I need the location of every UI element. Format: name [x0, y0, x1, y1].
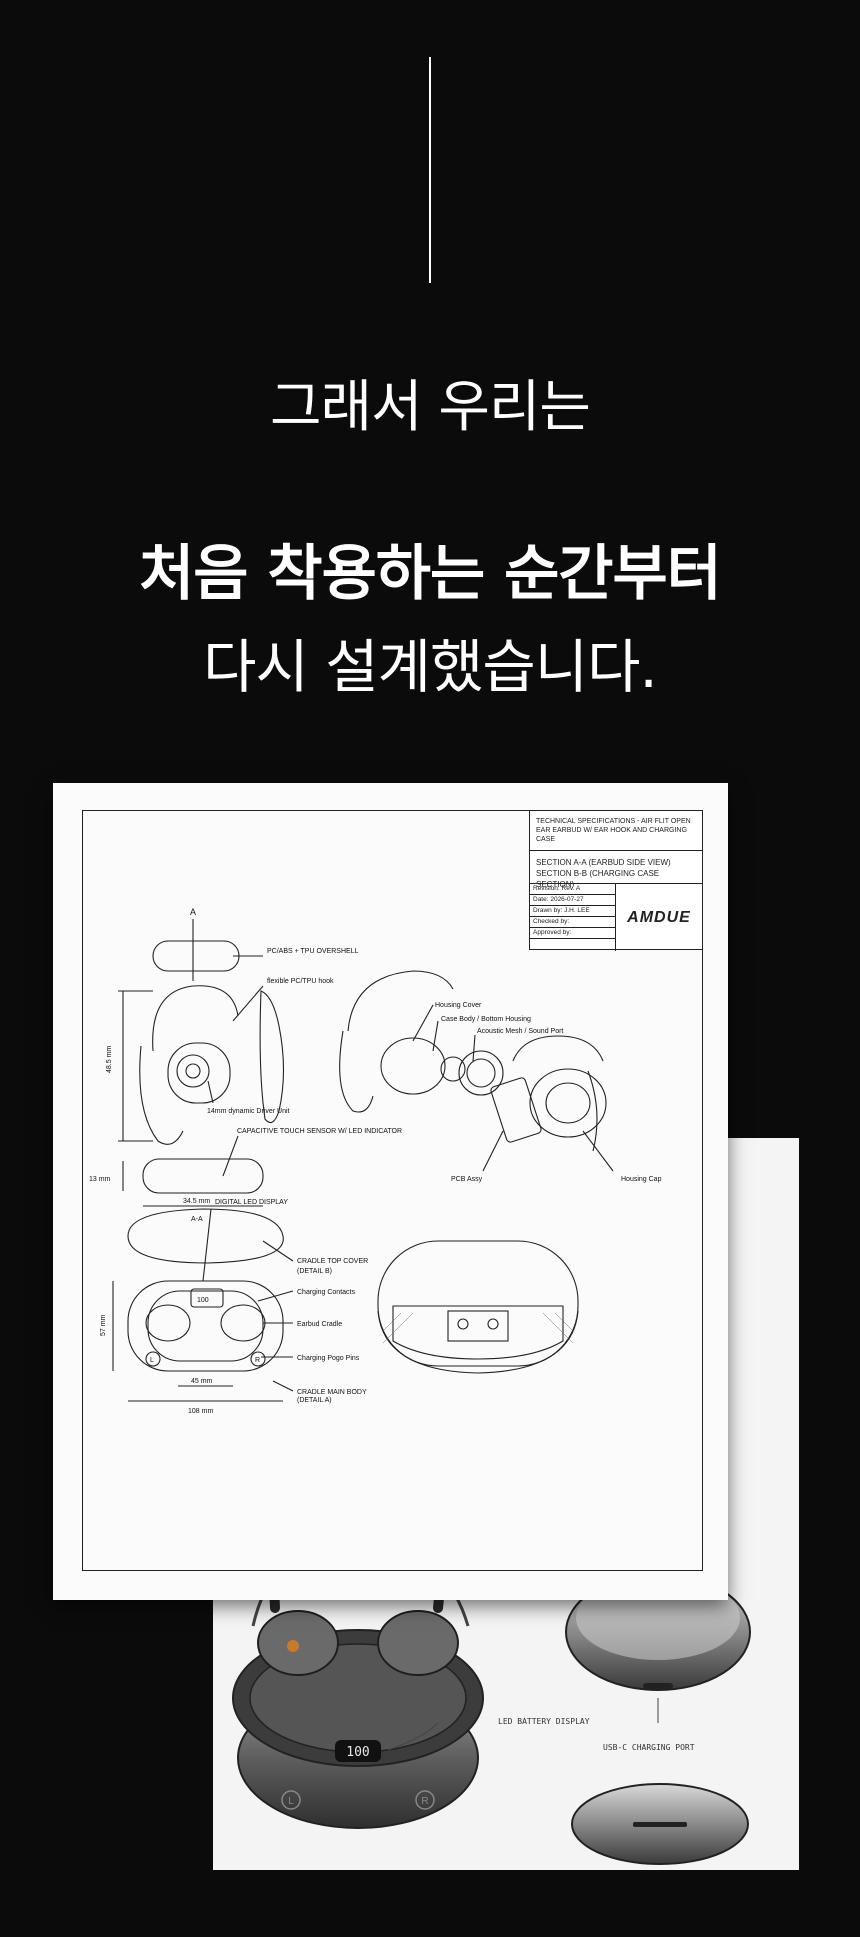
- divider-line: [429, 57, 431, 283]
- section-b-label: SECTION B-B (CHARGING CASE SECTION): [536, 869, 660, 889]
- label-mesh: Acoustic Mesh / Sound Port: [477, 1028, 563, 1035]
- label-pcb: PCB Assy: [451, 1176, 483, 1183]
- approved-by-field: Approved by:: [530, 928, 615, 939]
- brand-logo: AMDUE: [627, 908, 691, 926]
- usb-note: USB-C CHARGING PORT: [603, 1743, 695, 1752]
- label-led-display: DIGITAL LED DISPLAY: [215, 1199, 288, 1206]
- title-block: TECHNICAL SPECIFICATIONS - AIR FLIT OPEN…: [529, 810, 703, 951]
- led-note: LED BATTERY DISPLAY: [498, 1717, 590, 1726]
- section-labels: SECTION A-A (EARBUD SIDE VIEW) SECTION B…: [530, 851, 702, 889]
- heading-tail: 다시 설계했습니다.: [203, 633, 658, 701]
- date-field: Date: 2026-07-27: [530, 895, 615, 906]
- label-contacts: Charging Contacts: [297, 1289, 355, 1296]
- drawn-by-field: Drawn by: J.H. LEE: [530, 906, 615, 917]
- label-dim-45: 45 mm: [191, 1378, 213, 1385]
- label-housing-cap: Housing Cap: [621, 1176, 662, 1183]
- label-thickness: 13 mm: [89, 1176, 111, 1183]
- label-display-value: 100: [197, 1297, 209, 1304]
- label-section-aa: A-A: [191, 1216, 203, 1223]
- label-cradle-top: CRADLE TOP COVER: [297, 1258, 368, 1265]
- title-block-grid: Revision: Rev. A Date: 2026-07-27 Drawn …: [530, 884, 702, 951]
- section-a-label: SECTION A-A (EARBUD SIDE VIEW): [536, 858, 671, 867]
- label-driver: 14mm dynamic Driver Unit: [207, 1108, 290, 1115]
- label-detail-a: (DETAIL A): [297, 1397, 332, 1404]
- label-pogo: Charging Pogo Pins: [297, 1355, 360, 1362]
- label-width: 34.5 mm: [183, 1198, 210, 1205]
- title-block-fields: Revision: Rev. A Date: 2026-07-27 Drawn …: [530, 884, 616, 951]
- label-hook: flexible PC/TPU hook: [267, 978, 334, 985]
- label-touch: CAPACITIVE TOUCH SENSOR W/ LED INDICATOR: [237, 1128, 402, 1135]
- sketch-right-mark: R: [421, 1796, 428, 1807]
- label-marker-a-top: A: [190, 907, 196, 917]
- sketch-display-value: 100: [346, 1745, 369, 1760]
- revision-field: Revision: Rev. A: [530, 884, 615, 895]
- technical-drawing: A PC/ABS + TPU OVERSHELL flexible PC/TPU…: [89, 907, 662, 1415]
- spec-title: TECHNICAL SPECIFICATIONS - AIR FLIT OPEN…: [530, 811, 702, 851]
- label-right-mark: R: [255, 1357, 260, 1364]
- label-case-body: Case Body / Bottom Housing: [441, 1016, 531, 1023]
- blueprint-card: A PC/ABS + TPU OVERSHELL flexible PC/TPU…: [53, 783, 728, 1600]
- label-height: 48.5 mm: [106, 1046, 113, 1073]
- checked-by-field: Checked by:: [530, 917, 615, 928]
- label-left-mark: L: [150, 1357, 154, 1364]
- label-case-width: 108 mm: [188, 1408, 213, 1415]
- drawing-frame: A PC/ABS + TPU OVERSHELL flexible PC/TPU…: [82, 810, 703, 1571]
- label-housing-cover: Housing Cover: [435, 1002, 482, 1009]
- label-case-height: 57 mm: [100, 1314, 107, 1336]
- heading-lead: 그래서 우리는: [270, 375, 591, 440]
- label-earbud-cradle: Earbud Cradle: [297, 1321, 342, 1328]
- label-cradle-main: CRADLE MAIN BODY: [297, 1389, 367, 1396]
- label-overshell: PC/ABS + TPU OVERSHELL: [267, 948, 359, 955]
- sketch-left-mark: L: [288, 1796, 294, 1807]
- heading-bold: 처음 착용하는 순간부터: [139, 539, 722, 609]
- label-detail-b: (DETAIL B): [297, 1268, 332, 1275]
